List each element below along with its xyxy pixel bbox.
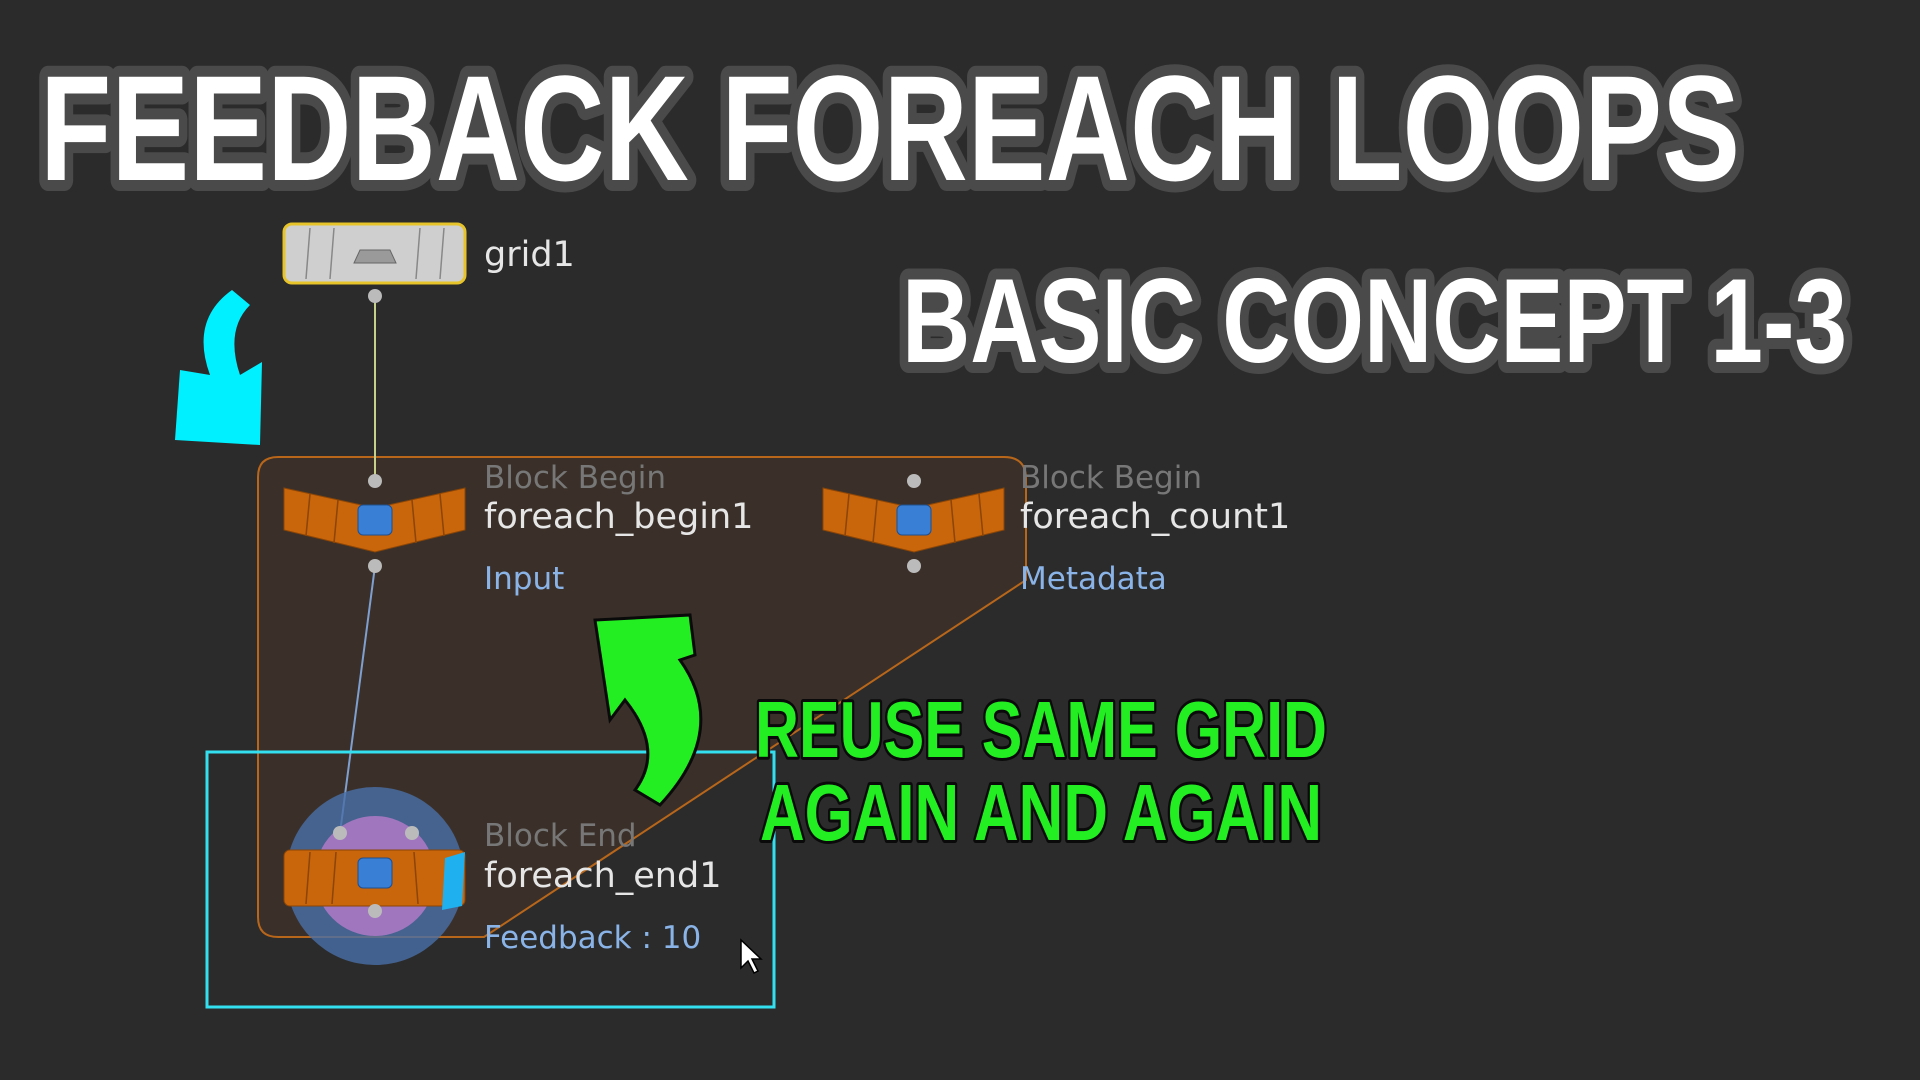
node-type: Block Begin xyxy=(1020,460,1202,496)
node-type: Block End xyxy=(484,818,637,854)
selection-box xyxy=(205,750,776,1009)
output-connector[interactable] xyxy=(368,289,382,303)
mouse-cursor-icon xyxy=(740,938,763,975)
node-info: Feedback : 10 xyxy=(484,920,701,956)
node-name: grid1 xyxy=(484,235,575,275)
input-connector[interactable] xyxy=(333,826,347,840)
wire-begin-to-end xyxy=(339,565,376,834)
node-foreach-end1[interactable] xyxy=(283,787,466,965)
node-foreach-count1[interactable] xyxy=(822,474,1005,573)
node-info: Input xyxy=(484,561,564,597)
grid-plane-icon xyxy=(353,249,397,264)
foreach-block-icon xyxy=(896,504,932,536)
output-connector[interactable] xyxy=(907,559,921,573)
title: FEEDBACK FOREACH LOOPS xyxy=(40,44,1740,212)
annotation-line-2: AGAIN AND AGAIN xyxy=(760,768,1322,857)
output-connector[interactable] xyxy=(368,904,382,918)
green-curved-arrow-icon xyxy=(593,613,703,807)
node-type: Block Begin xyxy=(484,460,666,496)
cyan-curved-arrow-icon xyxy=(175,290,262,445)
output-connector[interactable] xyxy=(368,559,382,573)
annotation-line-1: REUSE SAME GRID xyxy=(755,685,1327,774)
foreach-block-icon xyxy=(357,504,393,536)
input-connector[interactable] xyxy=(907,474,921,488)
input-connector[interactable] xyxy=(368,474,382,488)
subtitle: BASIC CONCEPT 1-3 xyxy=(902,254,1847,388)
node-name: foreach_end1 xyxy=(484,856,721,896)
node-name: foreach_count1 xyxy=(1020,497,1290,537)
foreach-block-icon xyxy=(357,857,393,889)
node-name: foreach_begin1 xyxy=(484,497,753,537)
node-grid1[interactable] xyxy=(282,222,467,303)
node-foreach-begin1[interactable] xyxy=(283,474,466,573)
node-info: Metadata xyxy=(1020,561,1167,597)
input-connector[interactable] xyxy=(405,826,419,840)
